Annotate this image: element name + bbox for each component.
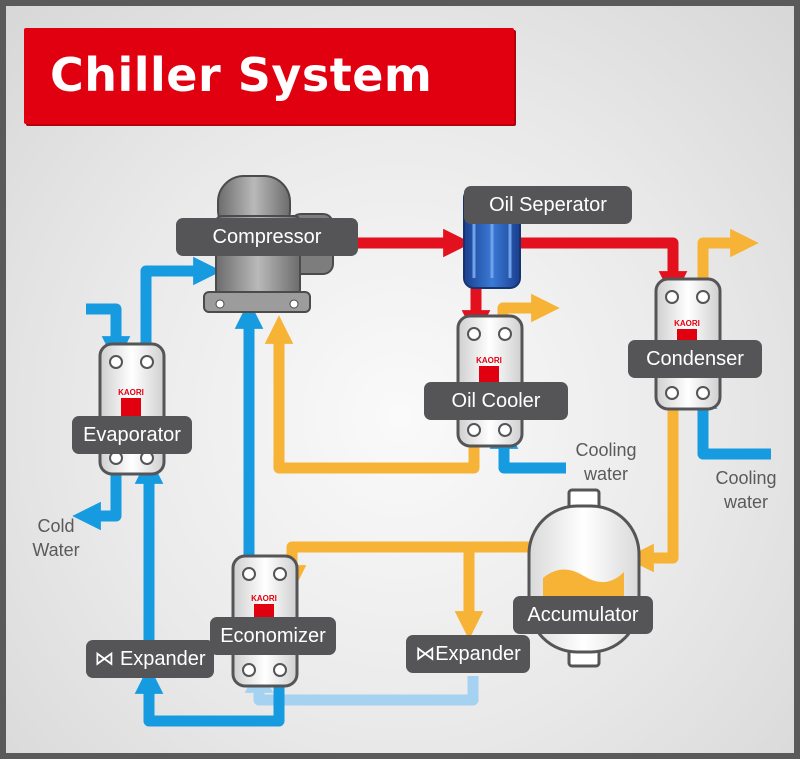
oil-cooler-cooling-water-line-2: water [583,464,628,484]
brand-mark-economizer: KAORI [251,594,277,603]
oil-cooler-cooling-water-line-1: Cooling [575,440,637,460]
compressor-label: Compressor [176,218,358,256]
condenser-label: Condenser [628,340,762,378]
condenser-cooling-water-line-1: Cooling [715,468,777,488]
expander-right-label: ⋈Expander [406,635,530,673]
oil-separator-label: Oil Seperator [464,186,632,224]
evaporator-plate [98,342,166,476]
title-banner: Chiller System [24,28,514,124]
economizer-label: Economizer [210,617,336,655]
oil-cooler-plate [456,314,524,448]
cold-water-label: Cold Water [18,514,94,562]
pipes-light-blue [244,664,479,706]
brand-mark-oil-cooler: KAORI [476,356,502,365]
evaporator-label: Evaporator [72,416,192,454]
oil-cooler-cooling-water-label: Cooling water [566,438,646,486]
accumulator-label: Accumulator [513,596,653,634]
pipes-blue [72,256,771,727]
cold-water-line-1: Cold [37,516,75,536]
condenser-cooling-water-label: Cooling water [706,466,786,514]
brand-mark-evaporator: KAORI [118,388,144,397]
oil-cooler-label: Oil Cooler [424,382,568,420]
expander-left-label: ⋈ Expander [86,640,214,678]
page-title: Chiller System [50,48,433,102]
cold-water-line-2: Water [32,540,80,560]
brand-mark-condenser: KAORI [674,319,700,328]
condenser-cooling-water-line-2: water [723,492,768,512]
accumulator-vessel [527,488,641,668]
